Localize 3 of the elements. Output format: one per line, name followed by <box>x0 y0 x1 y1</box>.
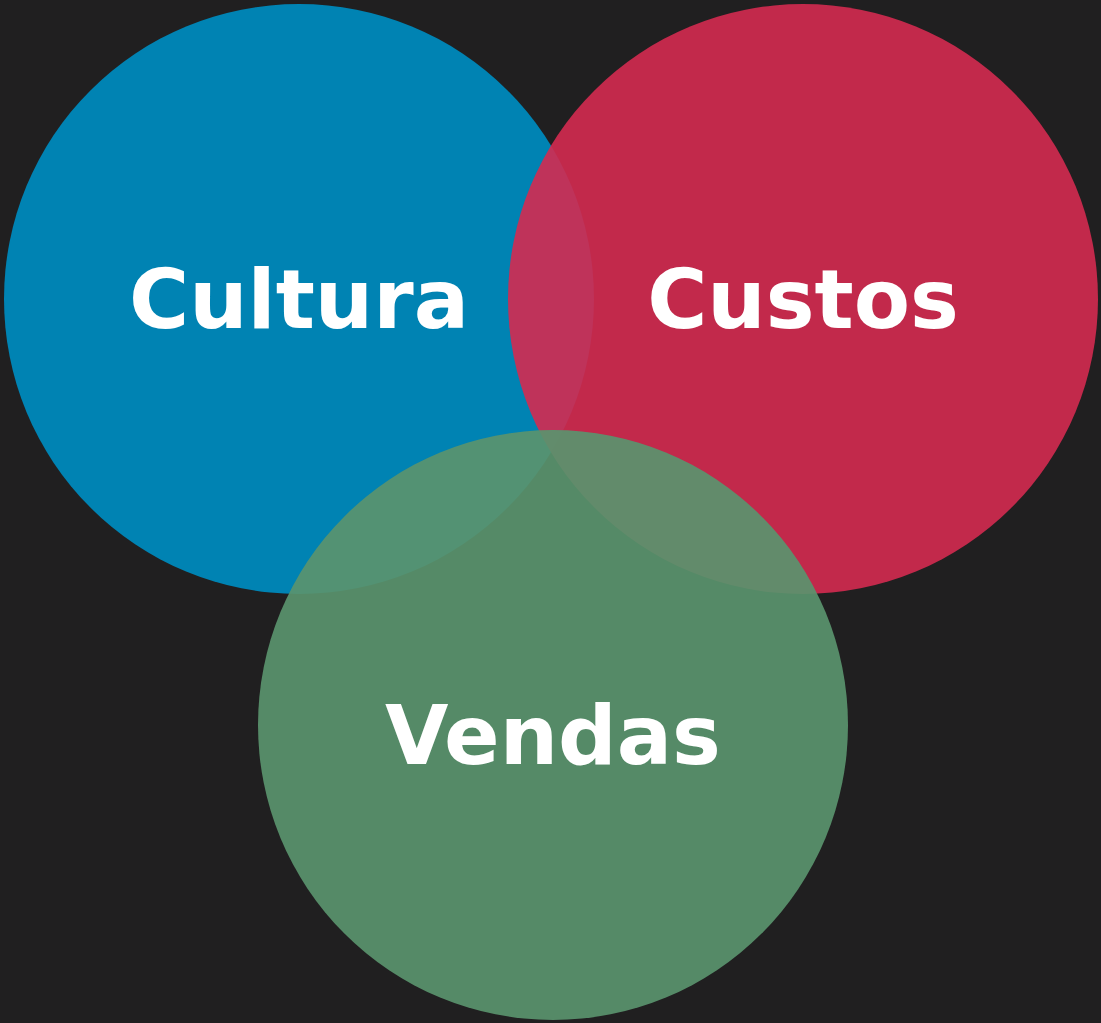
circle-label: Vendas <box>385 687 721 783</box>
circle-label: Cultura <box>129 251 469 347</box>
circle-label: Custos <box>647 251 959 347</box>
